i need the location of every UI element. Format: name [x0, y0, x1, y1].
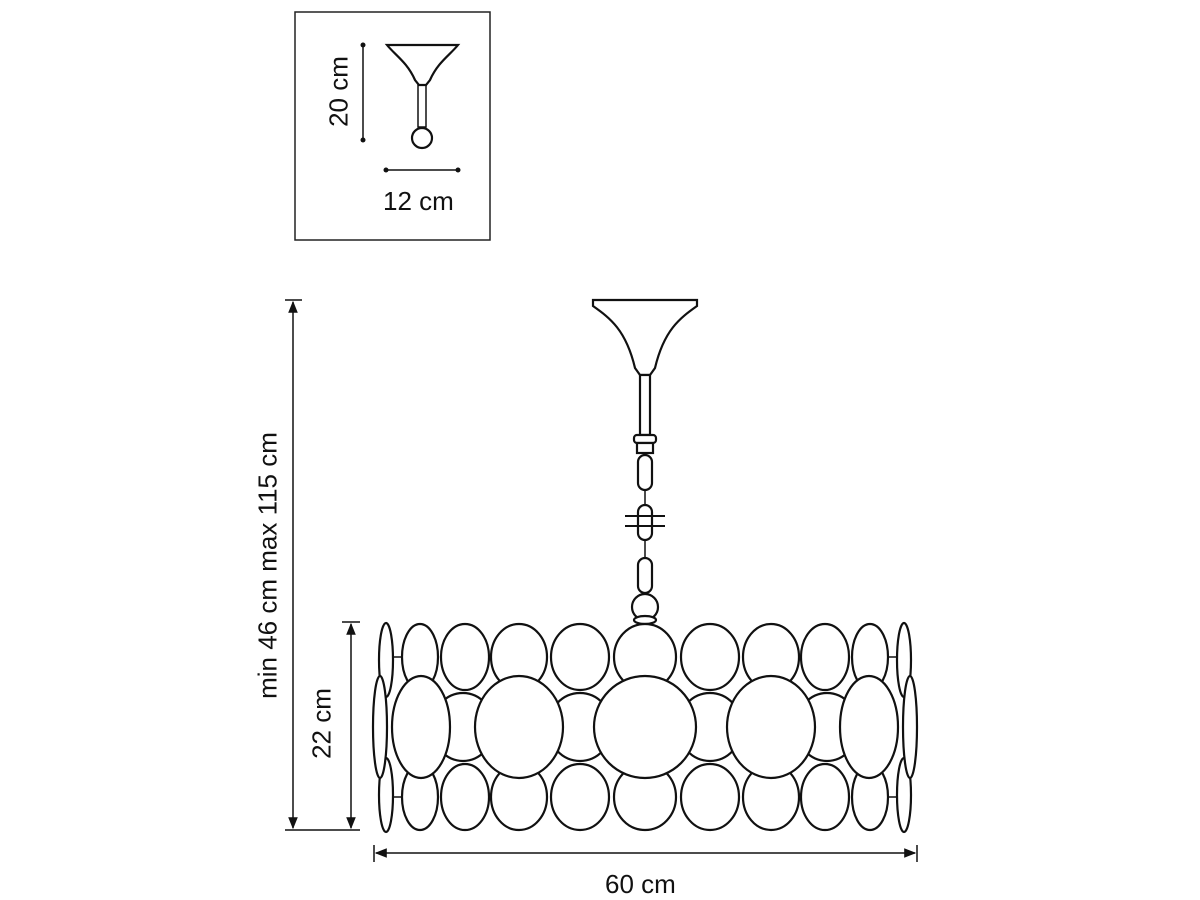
width-label: 60 cm — [605, 869, 676, 899]
inset-width-label: 12 cm — [383, 186, 454, 216]
dimension-lines — [285, 299, 918, 862]
shade-height-label: 22 cm — [306, 688, 337, 759]
canopy-and-chain — [591, 298, 699, 626]
circle-shade — [371, 621, 919, 834]
total-height-label: min 46 cm max 115 cm — [252, 432, 283, 699]
inset-height-label: 20 cm — [323, 56, 354, 127]
canopy-detail-inset — [294, 11, 491, 241]
